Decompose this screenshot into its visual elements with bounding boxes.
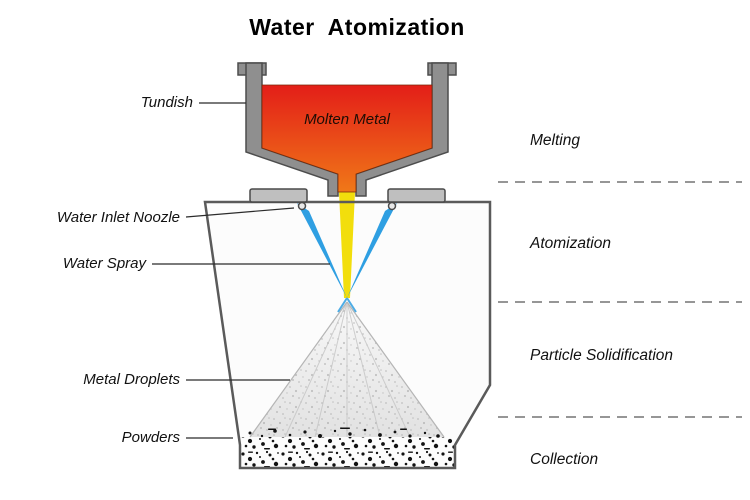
powders-label: Powders — [122, 429, 181, 446]
water-inlet-leader-line — [185, 207, 295, 218]
stage-particle-solidification-label: Particle Solidification — [530, 347, 673, 364]
tundish-label: Tundish — [141, 94, 193, 111]
left-nozzle-tip-icon — [297, 201, 307, 211]
stage-collection-label: Collection — [530, 451, 598, 468]
page-title: Water Atomization — [249, 14, 465, 40]
powder-bed — [228, 427, 468, 468]
water-inlet-nozzle-label: Water Inlet Noozle — [57, 209, 180, 226]
water-spray-jets — [297, 203, 397, 313]
water-inlet-nozzles — [249, 188, 446, 211]
leader-lines — [152, 102, 330, 439]
stage-atomization-label: Atomization — [529, 235, 611, 252]
molten-metal-label: Molten Metal — [304, 111, 391, 128]
stage-separators — [498, 181, 742, 418]
molten-metal-pool — [261, 84, 433, 193]
water-spray-label: Water Spray — [63, 255, 148, 272]
stage-melting-label: Melting — [530, 132, 580, 149]
molten-metal-stream — [339, 192, 355, 298]
metal-droplets-label: Metal Droplets — [83, 371, 180, 388]
metal-droplets-cone — [249, 301, 445, 438]
right-nozzle-tip-icon — [387, 201, 397, 211]
